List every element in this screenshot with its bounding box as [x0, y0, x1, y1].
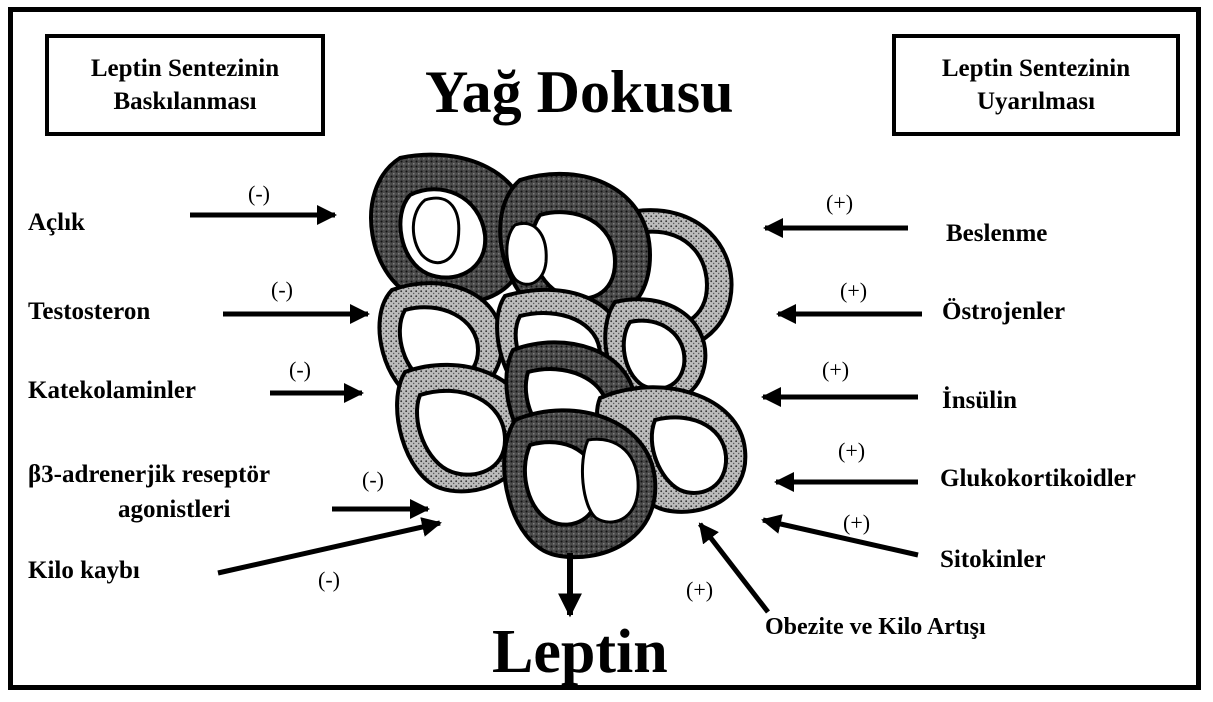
label-b3-adrenerjik-line1: β3-adrenerjik reseptör: [28, 460, 270, 490]
arrow-sitokinler: [763, 520, 918, 555]
label-ostrojenler: Östrojenler: [942, 297, 1065, 327]
sign-ostrojenler: (+): [840, 278, 867, 304]
sign-aclik: (-): [248, 181, 270, 207]
sign-obezite: (+): [686, 577, 713, 603]
adipose-cell-cluster: [371, 155, 745, 557]
label-beslenme: Beslenme: [946, 219, 1047, 249]
sign-beslenme: (+): [826, 190, 853, 216]
sign-katekolaminler: (-): [289, 357, 311, 383]
arrow-kilo-kaybi: [218, 523, 440, 573]
sign-b3-adrenerjik: (-): [362, 467, 384, 493]
label-obezite: Obezite ve Kilo Artışı: [765, 612, 986, 642]
label-sitokinler: Sitokinler: [940, 545, 1046, 575]
label-b3-adrenerjik-line2: agonistleri: [118, 495, 231, 525]
label-insulin: İnsülin: [942, 386, 1017, 416]
label-testosteron: Testosteron: [28, 297, 150, 327]
label-kilo-kaybi: Kilo kaybı: [28, 556, 140, 586]
sign-testosteron: (-): [271, 277, 293, 303]
label-katekolaminler: Katekolaminler: [28, 376, 196, 406]
sign-sitokinler: (+): [843, 510, 870, 536]
label-glukokortikoidler: Glukokortikoidler: [940, 464, 1136, 494]
label-aclik: Açlık: [28, 208, 85, 238]
sign-glukokortikoidler: (+): [838, 438, 865, 464]
sign-insulin: (+): [822, 357, 849, 383]
sign-kilo-kaybi: (-): [318, 567, 340, 593]
